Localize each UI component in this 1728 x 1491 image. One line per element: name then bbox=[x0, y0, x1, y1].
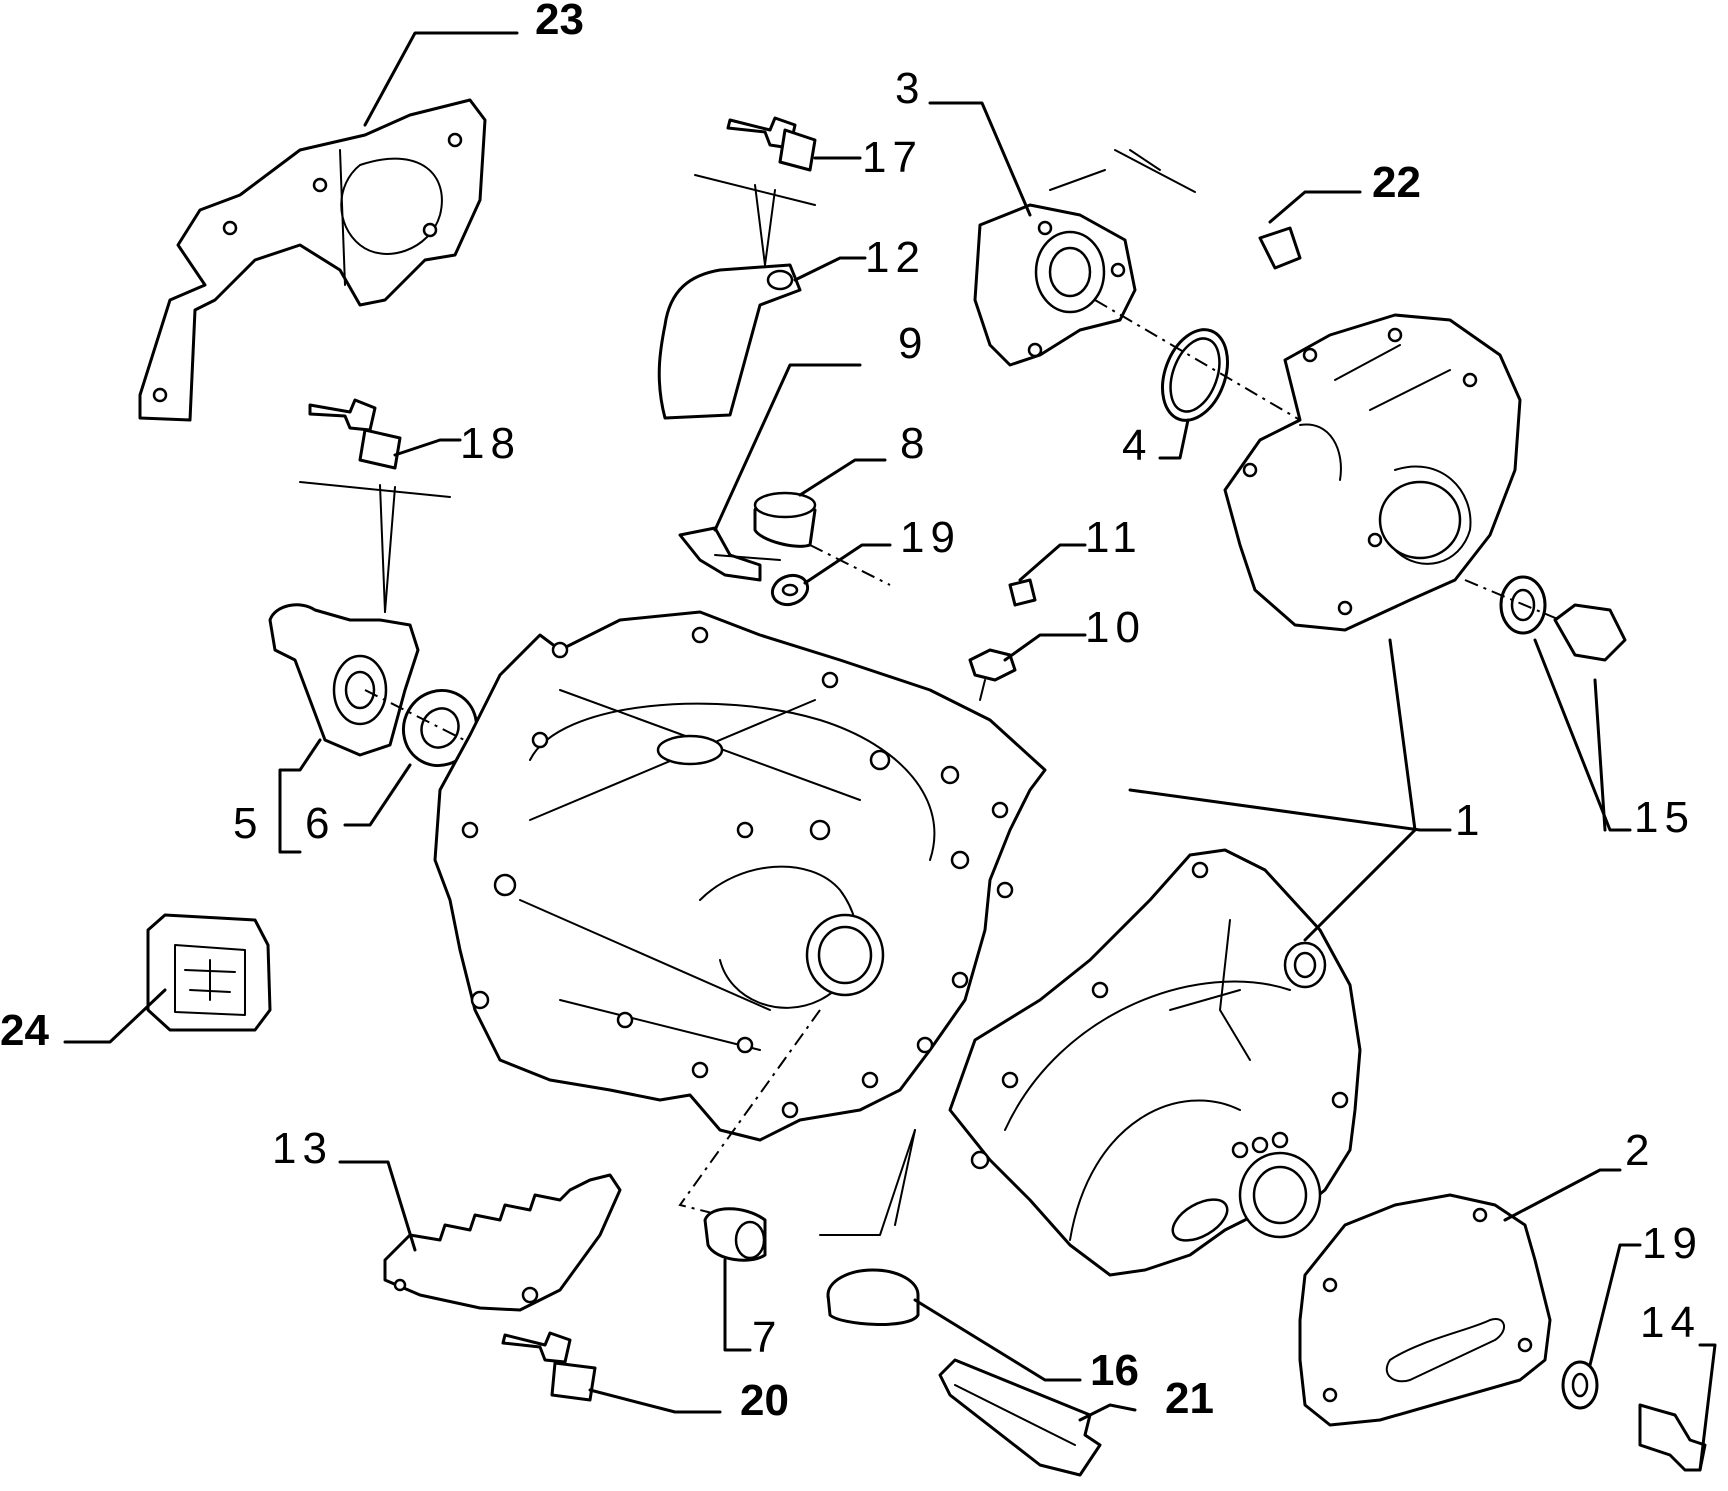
part-15-drain-plug-and-washer bbox=[1464, 575, 1627, 662]
dash-guide-7 bbox=[678, 1009, 821, 1216]
callout-10: 10 bbox=[1085, 603, 1146, 652]
part-2-end-cover bbox=[1298, 1193, 1552, 1427]
part-19-washer-lower bbox=[1561, 1360, 1599, 1410]
callout-24: 24 bbox=[0, 1006, 49, 1055]
callout-20: 20 bbox=[740, 1376, 789, 1425]
callout-4: 4 bbox=[1122, 421, 1152, 470]
part-18-bolt bbox=[299, 398, 451, 613]
leader-15b bbox=[1593, 678, 1607, 832]
callout-2: 2 bbox=[1625, 1126, 1655, 1175]
callout-14: 14 bbox=[1640, 1298, 1701, 1347]
callout-13: 13 bbox=[272, 1124, 333, 1173]
leader-23 bbox=[363, 31, 519, 127]
part-20-bolt bbox=[501, 1331, 597, 1402]
callout-15: 15 bbox=[1634, 793, 1695, 842]
callout-17: 17 bbox=[862, 133, 923, 182]
leader-4 bbox=[1158, 418, 1190, 460]
leader-16 bbox=[913, 1298, 1082, 1382]
part-11-plug bbox=[1008, 578, 1037, 607]
part-16-plug-disc bbox=[819, 1129, 920, 1326]
leader-11 bbox=[1018, 543, 1087, 582]
leader-13 bbox=[338, 1160, 417, 1252]
part-14-bolt bbox=[1638, 1403, 1707, 1472]
part-1-rear-housing bbox=[1223, 313, 1522, 632]
callout-6: 6 bbox=[305, 799, 335, 848]
part-22-plug bbox=[1258, 226, 1302, 270]
callout-21: 21 bbox=[1165, 1374, 1214, 1423]
leader-1 bbox=[1128, 788, 1452, 832]
leader-19b bbox=[1588, 1243, 1642, 1367]
leader-20 bbox=[588, 1388, 722, 1414]
leader-9 bbox=[713, 363, 862, 532]
part-9-breather bbox=[678, 526, 781, 582]
callout-19a: 19 bbox=[900, 513, 961, 562]
part-19-washer-upper bbox=[770, 573, 810, 607]
leader-12 bbox=[793, 256, 867, 282]
part-12-release-fork bbox=[657, 174, 816, 420]
callout-5: 5 bbox=[233, 799, 263, 848]
leader-1c bbox=[1303, 828, 1417, 942]
leader-21 bbox=[1078, 1403, 1137, 1422]
part-8-bush bbox=[753, 491, 891, 586]
callout-9: 9 bbox=[898, 319, 928, 368]
leader-2 bbox=[1503, 1168, 1622, 1222]
callout-22: 22 bbox=[1372, 158, 1421, 207]
part-24-cover-cap bbox=[146, 913, 272, 1032]
leader-19a bbox=[803, 543, 892, 585]
part-4-seal-ring bbox=[1094, 299, 1301, 422]
part-5-shaft-cover bbox=[268, 603, 420, 757]
leader-24 bbox=[63, 988, 167, 1044]
callout-18: 18 bbox=[460, 419, 521, 468]
part-23-shield-plate bbox=[138, 98, 487, 422]
part-10-reverse-switch bbox=[968, 648, 1017, 701]
leader-1b bbox=[1388, 638, 1417, 832]
leader-15 bbox=[1533, 638, 1632, 832]
callout-23: 23 bbox=[535, 0, 584, 44]
leader-7 bbox=[723, 1258, 752, 1352]
leader-18 bbox=[393, 438, 462, 457]
leader-8 bbox=[798, 458, 887, 497]
part-17-bolt bbox=[726, 116, 817, 172]
leader-3 bbox=[928, 101, 1032, 217]
part-3-release-bearing bbox=[973, 149, 1196, 367]
callout-16: 16 bbox=[1090, 1346, 1139, 1395]
leader-5 bbox=[278, 738, 322, 854]
leader-10 bbox=[1003, 633, 1087, 662]
callout-19b: 19 bbox=[1642, 1219, 1703, 1268]
callout-12: 12 bbox=[865, 233, 926, 282]
callout-7: 7 bbox=[752, 1313, 782, 1362]
callout-3: 3 bbox=[895, 64, 925, 113]
callout-11: 11 bbox=[1085, 513, 1143, 562]
part-21-guide-rail bbox=[938, 1358, 1102, 1477]
part-7-bush bbox=[703, 1207, 767, 1262]
leader-22 bbox=[1268, 190, 1362, 224]
part-1-clutch-housing bbox=[948, 848, 1362, 1277]
leader-6 bbox=[343, 763, 412, 827]
leader-14 bbox=[1698, 1343, 1717, 1472]
callout-8: 8 bbox=[900, 419, 930, 468]
callout-1: 1 bbox=[1455, 796, 1485, 845]
part-13-guide-plate bbox=[383, 1173, 622, 1312]
part-1-main-housing bbox=[433, 610, 1047, 1142]
